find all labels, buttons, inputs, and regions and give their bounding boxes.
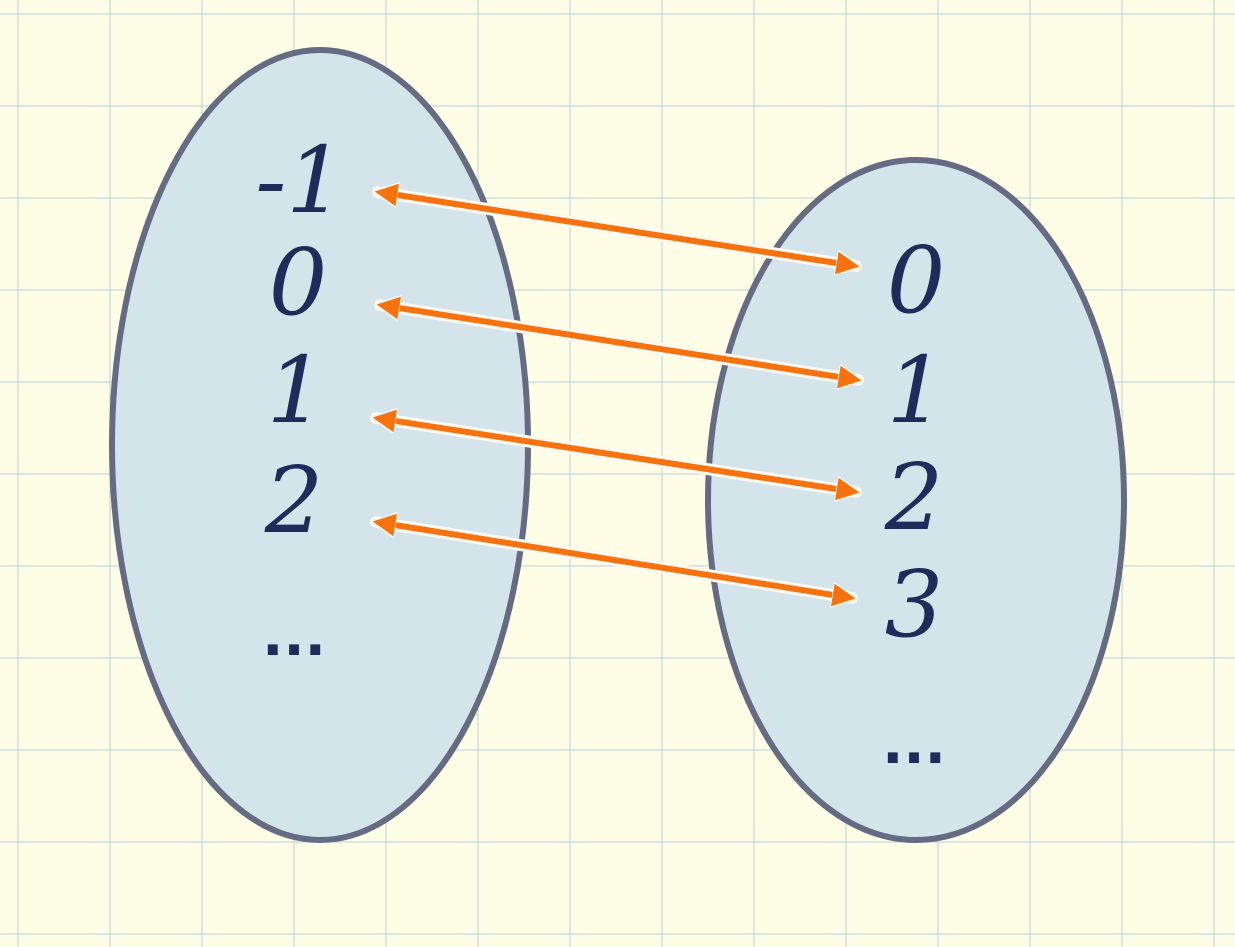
mapping-arrow [378, 192, 856, 266]
mapping-arrow [380, 305, 858, 380]
mapping-arrow [376, 522, 852, 598]
left-set-element: 1 [267, 337, 326, 444]
mapping-arrow [376, 418, 856, 492]
left-set-continuation: ... [262, 604, 326, 669]
right-set-element: 0 [887, 227, 946, 334]
mapping-arrows [376, 192, 858, 598]
right-set-continuation: ... [882, 712, 946, 777]
left-set-element: 0 [269, 229, 328, 336]
right-set-element: 2 [884, 444, 944, 551]
right-set-element: 3 [885, 551, 944, 658]
left-set-element: -1 [255, 127, 345, 234]
left-set-element: 2 [264, 447, 324, 554]
right-set-element: 1 [887, 337, 946, 444]
